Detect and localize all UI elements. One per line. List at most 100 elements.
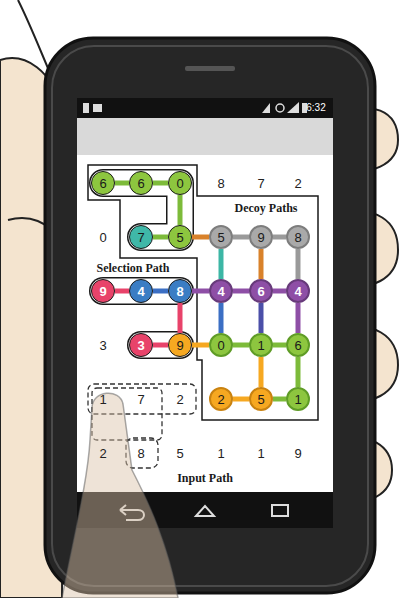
- digit-node: 9: [249, 225, 273, 249]
- node-digit: 9: [176, 339, 183, 352]
- status-icon: [276, 104, 284, 112]
- status-icon: [262, 103, 270, 113]
- path-segment: [219, 249, 224, 279]
- path-segment: [219, 303, 224, 333]
- path-segment: [259, 303, 264, 333]
- node-digit: 6: [294, 339, 301, 352]
- path-label: Selection Path: [97, 262, 170, 274]
- node-digit: 0: [176, 177, 183, 190]
- digit-node: 5: [168, 225, 192, 249]
- digit-node: 6: [286, 333, 310, 357]
- path-segment: [115, 289, 129, 294]
- node-digit: 6: [137, 177, 144, 190]
- path-segment: [192, 235, 209, 240]
- grid-digit: 2: [176, 393, 183, 406]
- digit-node: 7: [129, 225, 153, 249]
- digit-node: 2: [209, 387, 233, 411]
- path-segment: [296, 357, 301, 387]
- path-segment: [192, 343, 209, 348]
- digit-node: 0: [168, 171, 192, 195]
- path-segment: [273, 343, 286, 348]
- node-digit: 5: [257, 393, 264, 406]
- touch-finger: [62, 393, 178, 598]
- node-digit: 3: [137, 339, 144, 352]
- path-segment: [273, 397, 286, 402]
- path-segment: [153, 181, 168, 186]
- node-digit: 8: [294, 231, 301, 244]
- grid-digit: 7: [137, 393, 144, 406]
- status-icon: [83, 103, 89, 113]
- grid-digit: 8: [137, 447, 144, 460]
- digit-node: 6: [249, 279, 273, 303]
- grid-digit: 9: [294, 447, 301, 460]
- grid-digit: 1: [217, 447, 224, 460]
- node-digit: 4: [217, 285, 224, 298]
- grid-digit: 5: [176, 447, 183, 460]
- digit-node: 0: [209, 333, 233, 357]
- battery-icon: [302, 103, 307, 113]
- digit-node: 5: [209, 225, 233, 249]
- node-digit: 7: [137, 231, 144, 244]
- grid-digit: 2: [294, 177, 301, 190]
- digit-node: 5: [249, 387, 273, 411]
- path-segment: [296, 303, 301, 333]
- digit-node: 8: [168, 279, 192, 303]
- path-segment: [178, 195, 183, 225]
- node-digit: 6: [257, 285, 264, 298]
- recents-icon: [272, 505, 288, 516]
- node-digit: 8: [176, 285, 183, 298]
- path-segment: [259, 357, 264, 387]
- path-segment: [273, 235, 286, 240]
- node-digit: 0: [217, 339, 224, 352]
- digit-node: 6: [91, 171, 115, 195]
- grid-digit: 8: [217, 177, 224, 190]
- node-digit: 1: [294, 393, 301, 406]
- grid-digit: 7: [257, 177, 264, 190]
- node-digit: 1: [257, 339, 264, 352]
- digit-node: 8: [286, 225, 310, 249]
- path-segment: [296, 249, 301, 279]
- home-icon: [196, 506, 214, 516]
- status-bar: [77, 98, 333, 118]
- grid-digit: 1: [257, 447, 264, 460]
- grid-digit: 2: [99, 447, 106, 460]
- node-digit: 9: [257, 231, 264, 244]
- digit-node: 1: [249, 333, 273, 357]
- node-digit: 6: [99, 177, 106, 190]
- signal-icon: [287, 102, 299, 113]
- path-segment: [233, 235, 249, 240]
- path-segment: [233, 397, 249, 402]
- digit-node: 3: [129, 333, 153, 357]
- path-segment: [192, 289, 209, 294]
- path-segment: [233, 343, 249, 348]
- digit-node: 4: [209, 279, 233, 303]
- path-segment: [115, 181, 129, 186]
- digit-node: 9: [168, 333, 192, 357]
- node-digit: 5: [217, 231, 224, 244]
- path-segment: [153, 235, 168, 240]
- path-label: Input Path: [177, 472, 233, 484]
- status-icon: [93, 104, 102, 112]
- earpiece: [185, 66, 235, 71]
- digit-node: 1: [286, 387, 310, 411]
- path-segment: [178, 303, 183, 333]
- node-digit: 9: [99, 285, 106, 298]
- digit-node: 9: [91, 279, 115, 303]
- node-digit: 4: [137, 285, 144, 298]
- digit-node: 6: [129, 171, 153, 195]
- digit-node: 4: [286, 279, 310, 303]
- title-bar: [77, 118, 333, 155]
- grid-digit: 0: [99, 231, 106, 244]
- grid-digit: 1: [99, 393, 106, 406]
- path-segment: [233, 289, 249, 294]
- path-outline: [88, 165, 318, 420]
- node-digit: 2: [217, 393, 224, 406]
- path-segment: [153, 289, 168, 294]
- node-digit: 4: [294, 285, 301, 298]
- path-segment: [273, 289, 286, 294]
- path-label: Decoy Paths: [235, 202, 298, 214]
